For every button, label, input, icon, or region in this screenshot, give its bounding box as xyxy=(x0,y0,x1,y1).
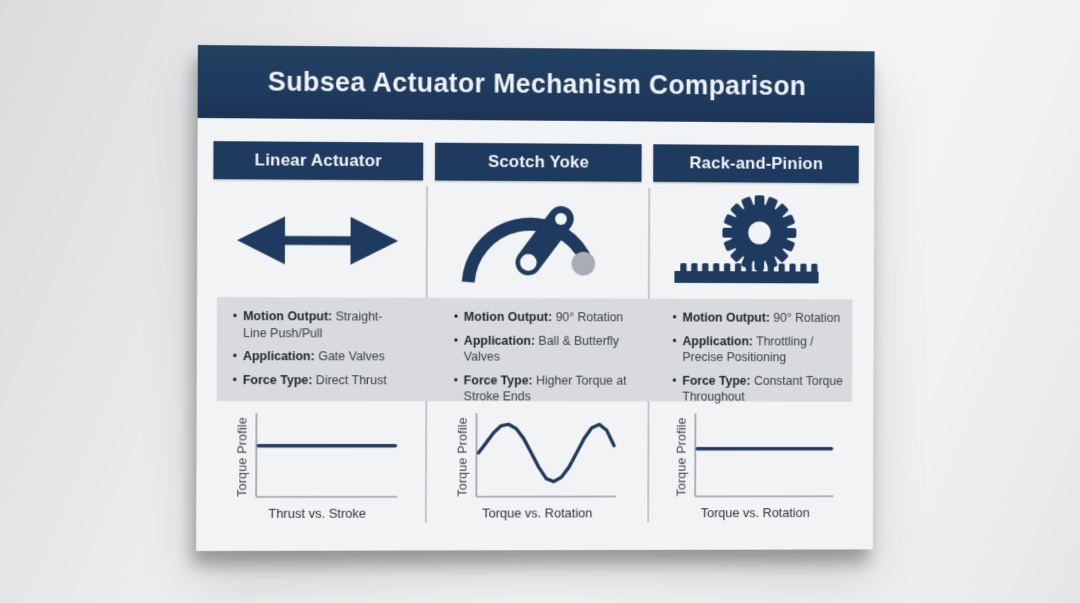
gear-on-rack-icon xyxy=(674,195,819,284)
spec-item: • Force Type: Constant Torque Throughout xyxy=(672,372,850,405)
torque-profile-plot xyxy=(471,411,619,502)
chart-caption: Torque vs. Rotation xyxy=(700,505,810,521)
chart-axes xyxy=(256,413,397,497)
bullet-icon: • xyxy=(232,309,238,324)
icons-row xyxy=(213,185,859,299)
spec-item: • Motion Output: 90° Rotation xyxy=(673,310,851,327)
spec-label: Application: xyxy=(682,333,753,348)
spec-label: Motion Output: xyxy=(463,309,553,325)
double-headed-arrow-icon xyxy=(237,216,399,265)
rack-and-pinion-icon-cell xyxy=(653,188,858,300)
spec-label: Application: xyxy=(463,333,536,348)
chart-caption: Thrust vs. Stroke xyxy=(268,505,366,521)
torque-curve xyxy=(479,424,615,481)
chart-axes xyxy=(695,413,833,496)
title-bar: Subsea Actuator Mechanism Comparison xyxy=(197,45,875,124)
column-header-scotch-yoke: Scotch Yoke xyxy=(434,142,642,182)
spec-label: Motion Output: xyxy=(243,309,333,324)
roller-pin xyxy=(571,251,596,276)
chart-caption: Torque vs. Rotation xyxy=(482,505,593,521)
spec-item: • Motion Output: 90° Rotation xyxy=(454,309,638,326)
spec-label: Force Type: xyxy=(463,372,533,387)
spec-value: 90° Rotation xyxy=(555,310,624,325)
column-headers-row: Linear Actuator Scotch Yoke Rack-and-Pin… xyxy=(213,141,859,184)
column-header-linear-actuator: Linear Actuator xyxy=(213,141,423,181)
spec-value: Gate Valves xyxy=(318,349,385,364)
spec-label: Force Type: xyxy=(682,373,751,388)
spec-item: • Force Type: Direct Thrust xyxy=(233,372,393,389)
chart-y-axis-label: Torque Profile xyxy=(456,417,471,497)
scotch-yoke-crank-icon xyxy=(454,187,622,299)
linear-actuator-specs: • Motion Output: Straight-Line Push/Pull… xyxy=(213,297,423,412)
bullet-icon: • xyxy=(232,349,237,364)
torque-profile-plot xyxy=(689,411,835,502)
bullet-icon: • xyxy=(453,333,458,348)
bullet-icon: • xyxy=(672,310,677,325)
spec-bullets-row: • Motion Output: Straight-Line Push/Pull… xyxy=(213,297,859,403)
spec-value: Direct Thrust xyxy=(315,372,387,387)
rack-and-pinion-torque-chart: Torque Profile Torque vs. Rotation xyxy=(652,411,858,536)
bullet-icon: • xyxy=(232,372,237,387)
spec-item: • Application: Throttling / Precise Posi… xyxy=(672,333,850,366)
spec-value: 90° Rotation xyxy=(773,310,841,325)
bullet-icon: • xyxy=(672,373,677,388)
rack-and-pinion-specs: • Motion Output: 90° Rotation • Applicat… xyxy=(653,299,858,412)
torque-profile-plot xyxy=(250,411,399,503)
poster-card: Subsea Actuator Mechanism Comparison Lin… xyxy=(196,45,875,552)
spec-label: Force Type: xyxy=(242,372,313,387)
column-header-rack-and-pinion: Rack-and-Pinion xyxy=(653,144,859,184)
chart-y-axis-label: Torque Profile xyxy=(674,417,689,497)
bullet-icon: • xyxy=(672,333,677,348)
chart-y-axis-label: Torque Profile xyxy=(235,417,250,497)
scotch-yoke-specs: • Motion Output: 90° Rotation • Applicat… xyxy=(434,298,642,412)
spec-label: Application: xyxy=(242,349,315,364)
linear-actuator-torque-chart: Torque Profile Thrust vs. Stroke xyxy=(212,411,422,537)
bullet-icon: • xyxy=(453,309,459,324)
scotch-yoke-icon-cell xyxy=(434,186,642,298)
spec-item: • Application: Ball & Butterfly Valves xyxy=(454,332,638,365)
spec-item: • Force Type: Higher Torque at Stroke En… xyxy=(454,372,638,405)
bullet-icon: • xyxy=(453,372,458,387)
scotch-yoke-torque-chart: Torque Profile Torque vs. Rotation xyxy=(433,411,641,536)
spec-item: • Motion Output: Straight-Line Push/Pull xyxy=(233,308,393,341)
page-title: Subsea Actuator Mechanism Comparison xyxy=(267,66,807,101)
linear-actuator-icon-cell xyxy=(213,185,423,298)
torque-charts-row: Torque Profile Thrust vs. Stroke Torque … xyxy=(212,411,858,537)
spec-label: Motion Output: xyxy=(682,310,770,325)
spec-item: • Application: Gate Valves xyxy=(233,348,393,365)
